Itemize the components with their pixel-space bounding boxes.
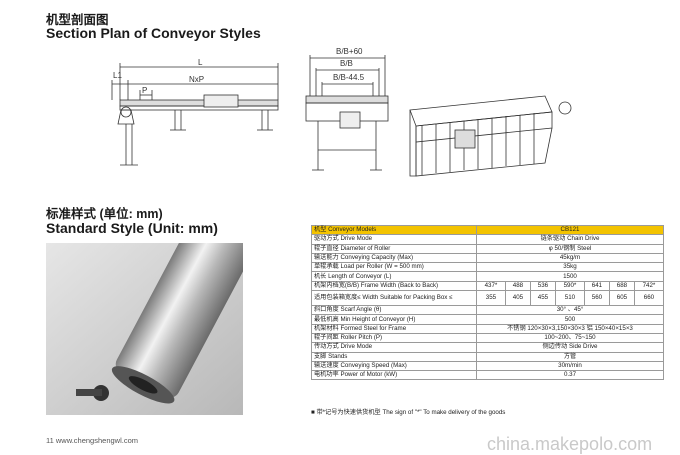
- power-label: 电机功率 Power of Motor (kW): [311, 370, 477, 381]
- width-cell: 536: [529, 280, 556, 292]
- width-cell: 641: [583, 280, 610, 292]
- load-label: 单辊承载 Load per Roller (W = 500 mm): [311, 262, 477, 273]
- table-row: 最低机高 Min Height of Conveyor (H) 500: [311, 314, 664, 325]
- steel-value: 不锈钢 120×30×3,150×30×3 铝 150×40×15×3: [476, 323, 664, 334]
- capacity-label: 输送能力 Conveying Capacity (Max): [311, 252, 477, 264]
- length-label: 机长 Length of Conveyor (L): [311, 271, 477, 282]
- height-value: 500: [476, 314, 664, 325]
- table-row: 传动方式 Drive Mode 侧边传动 Side Drive: [311, 342, 664, 353]
- box-cell: 355: [476, 290, 506, 307]
- speed-label: 输送速度 Conveying Speed (Max): [311, 360, 477, 372]
- box-cell: 455: [529, 290, 556, 307]
- power-value: 0.37: [476, 370, 664, 381]
- table-row: 机长 Length of Conveyor (L) 1500: [311, 271, 664, 282]
- table-row: 驱动方式 Drive Mode 链条驱动 Chain Drive: [311, 234, 664, 245]
- width-cell: 488: [504, 280, 531, 292]
- end-view-drawing: [305, 55, 389, 171]
- width-cell: 590*: [554, 280, 585, 292]
- stands-value: 方管: [476, 351, 664, 362]
- standard-title-cn: 标准样式 (单位: mm): [46, 207, 163, 221]
- table-row: 适用包装箱宽度≤ Width Suitable for Packing Box …: [311, 290, 665, 307]
- dim-p-label: P: [142, 86, 147, 95]
- standard-title-en: Standard Style (Unit: mm): [46, 220, 218, 236]
- capacity-value: 45kg/m: [476, 252, 664, 264]
- box-cell: 510: [554, 290, 585, 307]
- drivemode-value: 侧边传动 Side Drive: [476, 342, 664, 353]
- roller-value: φ 50/钢制 Steel: [476, 243, 664, 254]
- delivery-note: ■ 带*记号为快速供货机型 The sign of "*" To make de…: [311, 409, 506, 416]
- roller-label: 辊子直径 Diameter of Roller: [311, 243, 477, 254]
- table-row: 机型 Conveyor Models CB121: [311, 224, 664, 236]
- box-cell: 660: [633, 290, 665, 307]
- dim-nxp-label: NxP: [189, 75, 204, 84]
- drive-label: 驱动方式 Drive Mode: [311, 234, 477, 245]
- dim-bb-label: B/B: [340, 59, 353, 68]
- roller-photo: [46, 243, 243, 415]
- table-row: 机架内档宽(B/B) Frame Width (Back to Back) 43…: [311, 280, 665, 292]
- scarf-label: 斜口角度 Scarf Angle (θ): [311, 305, 477, 316]
- spec-table: 机型 Conveyor Models CB121 驱动方式 Drive Mode…: [311, 224, 665, 381]
- stands-label: 支脚 Stands: [311, 351, 477, 362]
- box-cell: 560: [583, 290, 610, 307]
- table-row: 辊子直径 Diameter of Roller φ 50/钢制 Steel: [311, 243, 664, 254]
- table-row: 机架材料 Formed Steel for Frame 不锈钢 120×30×3…: [311, 323, 664, 334]
- section-drawings: L L1 NxP P B/B+60 B/B B/B-44.5: [111, 47, 572, 177]
- height-label: 最低机高 Min Height of Conveyor (H): [311, 314, 477, 325]
- pitch-label: 辊子间距 Roller Pitch (P): [311, 332, 477, 344]
- dim-bb60-label: B/B+60: [336, 47, 363, 56]
- section-title-en: Section Plan of Conveyor Styles: [46, 25, 261, 41]
- table-row: 电机功率 Power of Motor (kW) 0.37: [311, 370, 664, 381]
- model-value: CB121: [476, 224, 664, 236]
- drivemode-label: 传动方式 Drive Mode: [311, 342, 477, 353]
- width-cell: 688: [608, 280, 635, 292]
- table-row: 支脚 Stands 方管: [311, 351, 664, 362]
- model-label: 机型 Conveyor Models: [311, 224, 477, 236]
- load-value: 35kg: [476, 262, 664, 273]
- box-label: 适用包装箱宽度≤ Width Suitable for Packing Box …: [311, 290, 477, 307]
- side-view-drawing: [111, 63, 279, 166]
- dim-l-label: L: [198, 58, 203, 67]
- table-row: 单辊承载 Load per Roller (W = 500 mm) 35kg: [311, 262, 664, 273]
- plan-view-drawing: [409, 95, 572, 177]
- footer-url: 11 www.chengshengwl.com: [46, 436, 138, 445]
- box-cell: 405: [504, 290, 531, 307]
- table-row: 斜口角度 Scarf Angle (θ) 30° 、45°: [311, 305, 664, 316]
- width-cell: 742*: [633, 280, 665, 292]
- section-title-cn: 机型剖面图: [46, 13, 109, 27]
- table-row: 辊子间距 Roller Pitch (P) 100~200、75~150: [311, 332, 664, 344]
- pitch-value: 100~200、75~150: [476, 332, 664, 344]
- speed-value: 30m/min: [476, 360, 664, 372]
- scarf-value: 30° 、45°: [476, 305, 664, 316]
- table-row: 输送能力 Conveying Capacity (Max) 45kg/m: [311, 252, 664, 264]
- drive-value: 链条驱动 Chain Drive: [476, 234, 664, 245]
- width-label: 机架内档宽(B/B) Frame Width (Back to Back): [311, 280, 477, 292]
- dim-l1-label: L1: [113, 71, 122, 80]
- box-cell: 605: [608, 290, 635, 307]
- length-value: 1500: [476, 271, 664, 282]
- steel-label: 机架材料 Formed Steel for Frame: [311, 323, 477, 334]
- watermark: china.makepolo.com: [487, 434, 653, 454]
- dim-bb445-label: B/B-44.5: [333, 73, 365, 82]
- width-cell: 437*: [476, 280, 506, 292]
- table-row: 输送速度 Conveying Speed (Max) 30m/min: [311, 360, 664, 372]
